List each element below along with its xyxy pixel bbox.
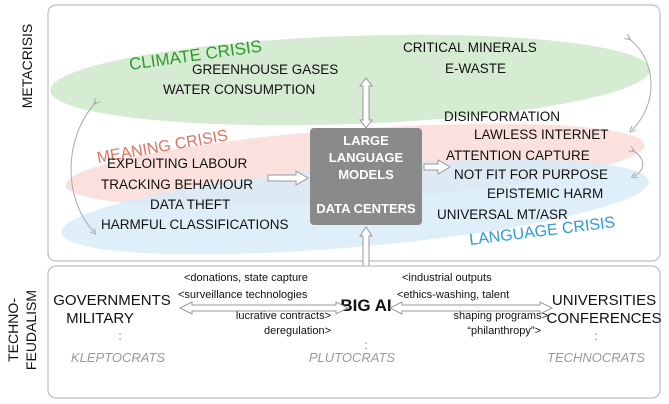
right-item: EPISTEMIC HARM xyxy=(487,186,603,201)
plutocrats-label: PLUTOCRATS xyxy=(309,350,396,365)
climate-item: GREENHOUSE GASES xyxy=(192,62,338,77)
governments-label: GOVERNMENTS xyxy=(53,292,171,309)
right-flow: “philanthropy”> xyxy=(467,325,541,337)
right-item: DISINFORMATION xyxy=(444,109,560,124)
left-item: EXPLOITING LABOUR xyxy=(107,156,248,171)
data-centers-label: DATA CENTERS xyxy=(316,201,416,216)
left-flow: deregulation> xyxy=(264,325,331,337)
right-flow: <industrial outputs xyxy=(402,272,492,284)
right-outflow-arrow xyxy=(423,159,451,175)
right-item: LAWLESS INTERNET xyxy=(474,127,609,142)
climate-item: E-WASTE xyxy=(445,61,506,76)
universities-label: UNIVERSITIES xyxy=(552,292,656,309)
right-small-curve-arrow xyxy=(632,150,644,176)
metacrisis-side-label: METACRISIS xyxy=(19,24,35,109)
climate-item: WATER CONSUMPTION xyxy=(163,82,315,97)
technofeudalism-side-label-2: FEUDALISM xyxy=(23,290,39,370)
left-flow: <surveillance technologies xyxy=(178,289,308,301)
left-item: DATA THEFT xyxy=(150,197,230,212)
right-flow: <ethics-washing, talent xyxy=(397,289,509,301)
left-item: TRACKING BEHAVIOUR xyxy=(101,177,253,192)
right-item: ATTENTION CAPTURE xyxy=(446,148,590,163)
right-item: UNIVERSAL MT/ASR xyxy=(437,207,568,222)
technocrats-label: TECHNOCRATS xyxy=(547,350,645,365)
left-curve-arrow xyxy=(70,102,96,232)
llm-label-line1: LARGE xyxy=(343,133,389,148)
left-flow: <donations, state capture xyxy=(184,272,308,284)
left-dots: : xyxy=(118,329,121,343)
technofeudalism-side-label-1: TECHNO- xyxy=(5,298,21,362)
center-dots: : xyxy=(364,338,367,352)
right-dots: : xyxy=(594,329,597,343)
climate-item: CRITICAL MINERALS xyxy=(403,40,537,55)
llm-box xyxy=(310,128,422,225)
llm-label-line2: LANGUAGE xyxy=(329,150,404,165)
right-item: NOT FIT FOR PURPOSE xyxy=(454,167,608,182)
conferences-label: CONFERENCES xyxy=(546,310,661,327)
big-ai-label: BIG AI xyxy=(340,296,391,315)
right-flow: shaping programs> xyxy=(454,310,548,322)
technofeudalism-panel xyxy=(47,265,661,399)
left-item: HARMFUL CLASSIFICATIONS xyxy=(101,217,289,232)
military-label: MILITARY xyxy=(66,310,134,327)
left-inflow-arrow xyxy=(267,170,309,186)
right-curve-arrow xyxy=(628,38,652,130)
kleptocrats-label: KLEPTOCRATS xyxy=(71,350,165,365)
left-flow: lucrative contracts> xyxy=(236,310,331,322)
climate-ellipse xyxy=(50,34,650,126)
left-flow-arrow xyxy=(178,301,350,315)
climate-double-arrow xyxy=(359,77,373,129)
llm-label-line3: MODELS xyxy=(338,167,394,182)
right-flow-arrow xyxy=(388,301,554,315)
